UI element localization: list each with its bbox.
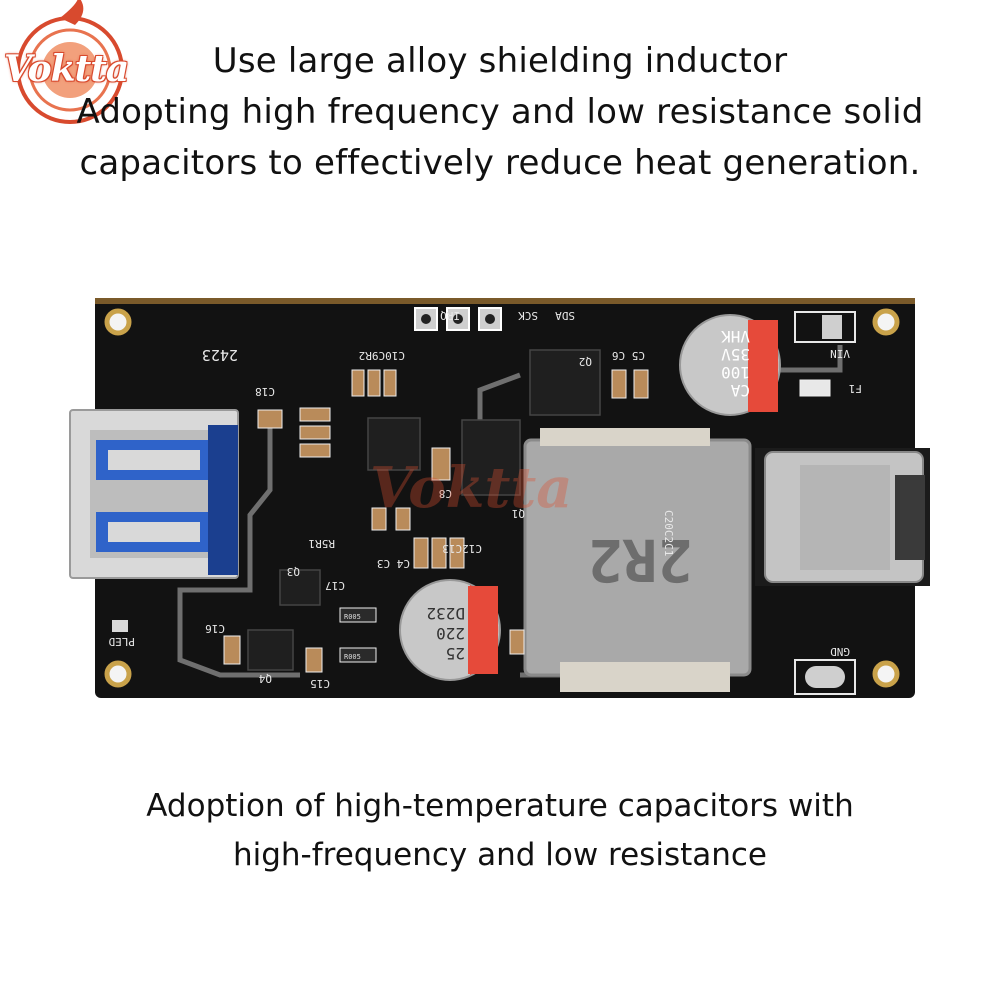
label-c8: C8	[439, 487, 452, 500]
label-date-code: 2423	[202, 346, 238, 364]
bottom-caption-line-2: high-frequency and low resistance	[232, 837, 768, 873]
vin-pad	[794, 311, 856, 343]
label-vin: VIN	[830, 347, 850, 360]
label-c12c13: C12C13	[442, 542, 482, 555]
cap-marking-line: D232	[426, 604, 465, 623]
capacitor-220uf: 25 220 D232	[399, 579, 501, 681]
label-r5r1: R5R1	[309, 537, 336, 550]
label-c17: C17	[325, 579, 345, 592]
cap-marking-line: VHK	[721, 327, 750, 346]
label-gnd: GND	[830, 645, 850, 658]
logo-swirl-icon	[16, 0, 124, 124]
label-q4: Q4	[258, 672, 272, 685]
label-c20c2c1: C20C2C1	[662, 510, 675, 556]
label-sck: SCK	[518, 309, 538, 322]
voktta-logo: Voktta	[0, 0, 175, 135]
top-caption-line-2: Adopting high frequency and low resistan…	[76, 92, 924, 132]
top-caption: Use large alloy shielding inductor Adopt…	[0, 36, 1000, 189]
usb-c-connector	[755, 448, 930, 586]
label-pled: PLED	[109, 635, 136, 648]
cap-marking-line: CA	[730, 381, 750, 400]
cap-marking-line: 25	[446, 644, 465, 663]
label-sda: SDA	[555, 309, 575, 322]
cap-marking-line: 100	[721, 363, 750, 382]
controller-ic	[367, 417, 421, 471]
header-pads	[414, 307, 502, 331]
pcb-board-drawing: 2R2 CA 100 35V VHK 25 220 D232	[69, 298, 930, 698]
pcb-board-photo: 2R2 CA 100 35V VHK 25 220 D232	[0, 290, 1000, 710]
shielding-inductor: 2R2	[523, 428, 752, 692]
mounting-hole	[104, 308, 132, 336]
label-c5c6: C5 C6	[612, 349, 645, 362]
usb-a-connector	[69, 409, 239, 579]
cap-marking-line: 35V	[721, 345, 750, 364]
label-c4c3: C4 C3	[377, 557, 410, 570]
cap-marking-line: 220	[436, 624, 465, 643]
voktta-watermark: Voktta	[370, 455, 573, 521]
mosfet-q3	[279, 569, 321, 606]
mounting-hole	[872, 660, 900, 688]
label-c16: C16	[205, 622, 225, 635]
capacitor-100uf: CA 100 35V VHK	[679, 314, 781, 416]
inductor-marking: 2R2	[588, 526, 693, 594]
label-irq: IRQ	[440, 309, 460, 322]
mosfet-q1	[461, 419, 521, 496]
bottom-caption: Adoption of high-temperature capacitors …	[0, 782, 1000, 880]
label-c15: C15	[310, 677, 330, 690]
top-caption-line-1: Use large alloy shielding inductor	[212, 41, 788, 81]
top-caption-line-3: capacitors to effectively reduce heat ge…	[79, 143, 921, 183]
label-q2: Q2	[579, 355, 592, 368]
label-r005-b: R005	[344, 653, 361, 661]
logo-text: Voktta	[4, 48, 129, 90]
bottom-caption-line-1: Adoption of high-temperature capacitors …	[146, 788, 854, 824]
label-q1: Q1	[512, 507, 525, 520]
mounting-hole	[104, 660, 132, 688]
mosfet-q2	[529, 349, 601, 416]
label-r005-a: R005	[344, 613, 361, 621]
gnd-pad	[794, 659, 856, 695]
pled-indicator	[112, 620, 128, 632]
mosfet-q4	[247, 629, 294, 671]
label-c18: C18	[255, 385, 275, 398]
label-c10c9r2: C10C9R2	[359, 349, 405, 362]
label-q3: Q3	[287, 565, 300, 578]
label-f1: F1	[849, 382, 862, 395]
mounting-hole	[872, 308, 900, 336]
